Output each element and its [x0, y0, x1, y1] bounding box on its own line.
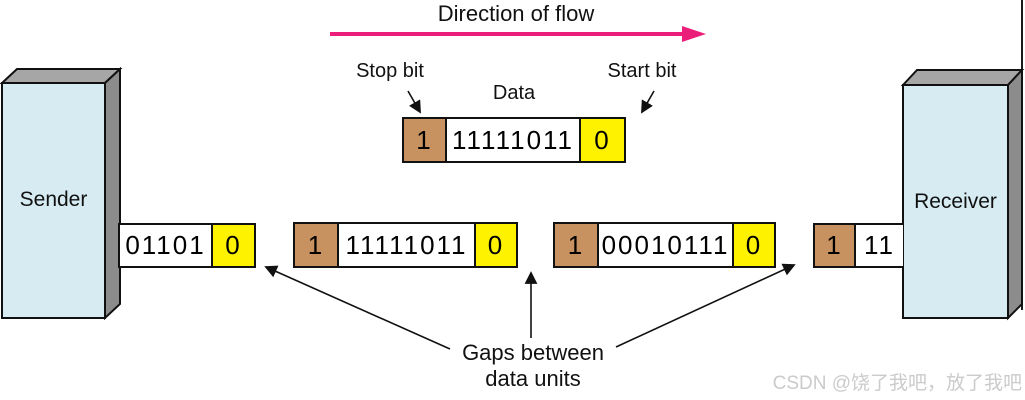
stop-bit-label: Stop bit — [356, 60, 424, 82]
sender-label: Sender — [19, 188, 88, 211]
start-bit-label: Start bit — [607, 60, 677, 82]
data-bits-cell: 11 — [854, 225, 903, 266]
start-bit-cell: 0 — [732, 224, 774, 266]
stop-bit-pointer-arrow — [407, 90, 421, 114]
start-bit-cell: 0 — [474, 224, 516, 266]
sample-data-unit: 1 11111011 0 — [402, 117, 626, 163]
data-unit-entering-receiver: 1 11 — [813, 223, 903, 268]
start-bit-cell: 0 — [211, 225, 254, 266]
data-unit-in-transit: 1 11111011 0 — [293, 222, 518, 268]
data-unit-in-transit: 1 00010111 0 — [553, 222, 776, 268]
gap-arrow-right — [615, 263, 796, 348]
stop-bit-cell: 1 — [404, 119, 445, 161]
start-bit-pointer-arrow — [641, 90, 655, 114]
data-bits-cell: 01101 — [120, 225, 211, 266]
data-bits-cell: 11111011 — [445, 119, 579, 161]
csdn-watermark: CSDN @饶了我吧，放了我吧 — [772, 373, 1022, 394]
data-label: Data — [492, 82, 536, 104]
stop-bit-cell: 1 — [555, 224, 597, 266]
data-bits-cell: 00010111 — [597, 224, 732, 266]
gaps-label-line2: data units — [485, 366, 581, 391]
gaps-label: Gaps between data units — [433, 340, 633, 392]
stop-bit-cell: 1 — [295, 224, 337, 266]
direction-of-flow-label: Direction of flow — [437, 1, 595, 26]
receiver-label: Receiver — [914, 190, 997, 213]
receiver-box — [900, 67, 1025, 321]
sender-box — [0, 66, 123, 321]
data-unit-leaving-sender: 01101 0 — [118, 223, 256, 268]
gap-arrow-left — [264, 265, 451, 350]
stop-bit-cell: 1 — [815, 225, 854, 266]
data-bits-cell: 11111011 — [337, 224, 474, 266]
gaps-label-line1: Gaps between — [462, 340, 604, 365]
start-bit-cell: 0 — [579, 119, 624, 161]
direction-arrow — [330, 26, 706, 42]
